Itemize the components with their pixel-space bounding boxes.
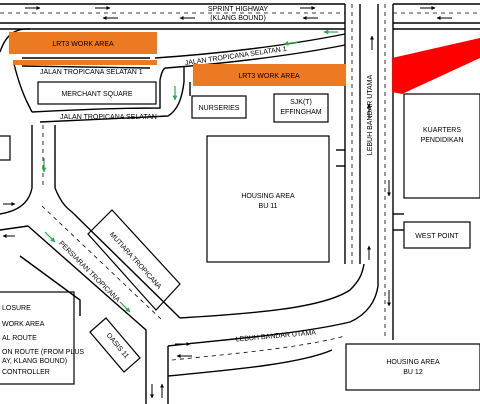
- oasis-11-block: [89, 317, 141, 373]
- jalan-tropicana-selatan-edge: [39, 66, 185, 123]
- housing-bu11-label-1: HOUSING AREA: [241, 193, 295, 200]
- housing-bu12-label-2: BU 12: [403, 369, 423, 376]
- road-edges: [0, 3, 480, 404]
- work-areas: [9, 32, 480, 94]
- housing-bu11-label-2: BU 11: [259, 203, 278, 210]
- klang-bound-label: (KLANG BOUND): [210, 15, 266, 22]
- lrt3-work-area-left-strip: [13, 60, 157, 65]
- legend-diversion-route-cont: AY, KLANG BOUND): [2, 358, 67, 365]
- sjk-effingham-block: [273, 93, 329, 123]
- legend-closure: LOSURE: [2, 305, 31, 312]
- left-edge-block: [0, 135, 11, 161]
- merchant-square-label: MERCHANT SQUARE: [61, 91, 132, 98]
- legend-diversion-route: ON ROUTE (FROM PLUS: [2, 349, 84, 356]
- kuarters-label-1: KUARTERS: [423, 127, 461, 134]
- jalan-tropicana-selatan-1-left-label: JALAN TROPICANA SELATAN 1: [40, 69, 143, 76]
- lane-markings: [0, 4, 480, 361]
- diversion-arrow: [44, 231, 56, 243]
- traffic-arrows: [2, 6, 452, 399]
- legend-work-area: WORK AREA: [2, 321, 45, 328]
- jalan-tropicana-selatan-1-edge: [154, 33, 346, 59]
- diversion-arrow: [119, 301, 131, 313]
- lebuh-bandar-utama-bottom-edge: [179, 263, 365, 319]
- nurseries-label: NURSERIES: [199, 105, 240, 112]
- lebuh-bandar-utama-bottom-edge: [167, 349, 333, 377]
- sjk-label-1: SJK(T): [290, 99, 312, 106]
- west-point-block: [403, 221, 471, 249]
- lrt3-work-area-left-label: LRT3 WORK AREA: [52, 41, 114, 48]
- jalan-tropicana-selatan-1-edge: [165, 44, 346, 69]
- lebuh-bandar-utama-bottom-edge: [167, 285, 379, 347]
- mutiara-tropicana-block: [87, 209, 181, 311]
- persiaran-tropicana-label: PERSIARAN TROPICANA: [57, 240, 121, 304]
- persiaran-tropicana-edge: [0, 225, 29, 231]
- lrt3-work-area-center: [193, 64, 346, 86]
- persiaran-tropicana-edge: [0, 187, 33, 215]
- oasis-11-label: OASIS 11: [105, 332, 130, 360]
- lane-dash: [41, 205, 163, 321]
- legend-controller: CONTROLLER: [2, 369, 50, 376]
- buildings: [0, 81, 480, 391]
- housing-bu11-block: [206, 135, 330, 263]
- housing-bu12-label-1: HOUSING AREA: [386, 359, 440, 366]
- lebuh-bandar-utama-bottom-label: LEBUH BANDAR UTAMA: [236, 329, 317, 343]
- legend-box: [0, 291, 75, 385]
- housing-bu12-block: [345, 343, 480, 391]
- persiaran-tropicana-edge: [19, 255, 81, 316]
- lebuh-bandar-utama-vertical-label: LEBUH BANDAR UTAMA: [367, 74, 374, 155]
- left-loop-edge: [21, 65, 151, 69]
- lrt3-work-area-center-label: LRT3 WORK AREA: [238, 73, 300, 80]
- left-loop-edge: [13, 63, 33, 113]
- west-point-label: WEST POINT: [415, 233, 459, 240]
- kuarters-label-2: PENDIDIKAN: [421, 137, 464, 144]
- nurseries-block: [191, 95, 247, 119]
- sprint-highway-label: SPRINT HIGHWAY: [208, 6, 268, 13]
- mutiara-tropicana-label: MUTIARA TROPICANA: [108, 231, 163, 291]
- kuarters-block: [403, 93, 480, 199]
- lrt3-work-area-left: [9, 32, 157, 54]
- legend-route: AL ROUTE: [2, 335, 37, 342]
- jalan-tropicana-selatan-label: JALAN TROPICANA SELATAN: [60, 114, 157, 121]
- road-closure-ramp: [392, 38, 480, 94]
- merchant-square-block: [37, 81, 157, 105]
- jalan-tropicana-selatan-edge: [31, 67, 167, 113]
- diversion-arrow: [283, 41, 299, 46]
- persiaran-tropicana-edge: [54, 187, 181, 319]
- diversion-arrows: [41, 29, 338, 313]
- sjk-label-2: EFFINGHAM: [280, 109, 321, 116]
- legend: LOSURE WORK AREA AL ROUTE ON ROUTE (FROM…: [2, 305, 84, 376]
- lane-dash: [171, 335, 346, 361]
- persiaran-tropicana-edge: [27, 225, 147, 404]
